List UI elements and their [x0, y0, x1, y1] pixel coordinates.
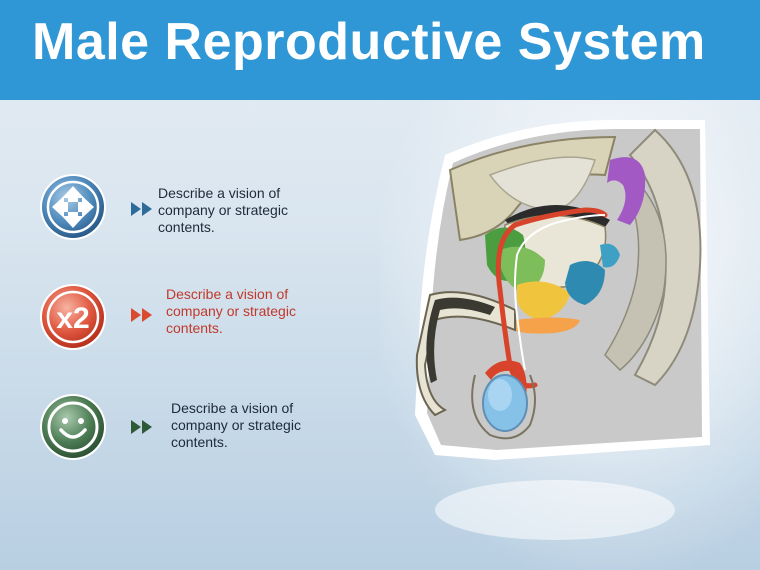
- orange-gland: [513, 317, 580, 334]
- reproductive-system-illustration: [415, 120, 710, 540]
- title-banner: Male Reproductive System: [0, 0, 760, 100]
- reflection: [435, 480, 675, 540]
- arrows-cross-icon: [40, 174, 106, 240]
- seminal-vesicle: [607, 157, 646, 225]
- blue-gland: [565, 261, 605, 305]
- bullet-item-2: x2 Describe a vision of company or strat…: [38, 282, 358, 362]
- blue-gland-upper: [600, 243, 620, 268]
- green-gland-light: [500, 246, 545, 293]
- abdominal-cavity: [488, 156, 596, 211]
- icon-label-x2: x2: [56, 302, 89, 335]
- rectum: [604, 183, 667, 372]
- double-arrow-icon: [131, 308, 152, 322]
- bullet-item-1: Describe a vision of company or strategi…: [38, 172, 358, 252]
- times-two-icon: x2: [40, 284, 106, 350]
- epididymis: [485, 360, 527, 405]
- bullet-text-2: Describe a vision of company or strategi…: [166, 286, 296, 336]
- vas-deferens-inner: [514, 214, 606, 371]
- smiley-face-icon: [40, 394, 106, 460]
- testis-highlight: [488, 379, 512, 411]
- slide-title: Male Reproductive System: [32, 13, 706, 71]
- urethra-dark: [426, 297, 495, 383]
- bullet-text-1: Describe a vision of company or strategi…: [158, 185, 288, 235]
- bullet-item-3: Describe a vision of company or strategi…: [38, 392, 358, 472]
- yellow-gland: [517, 281, 570, 320]
- bullet-text-3: Describe a vision of company or strategi…: [171, 400, 301, 450]
- double-arrow-icon: [131, 420, 152, 434]
- scrotum: [471, 374, 536, 440]
- double-arrow-icon: [131, 202, 152, 216]
